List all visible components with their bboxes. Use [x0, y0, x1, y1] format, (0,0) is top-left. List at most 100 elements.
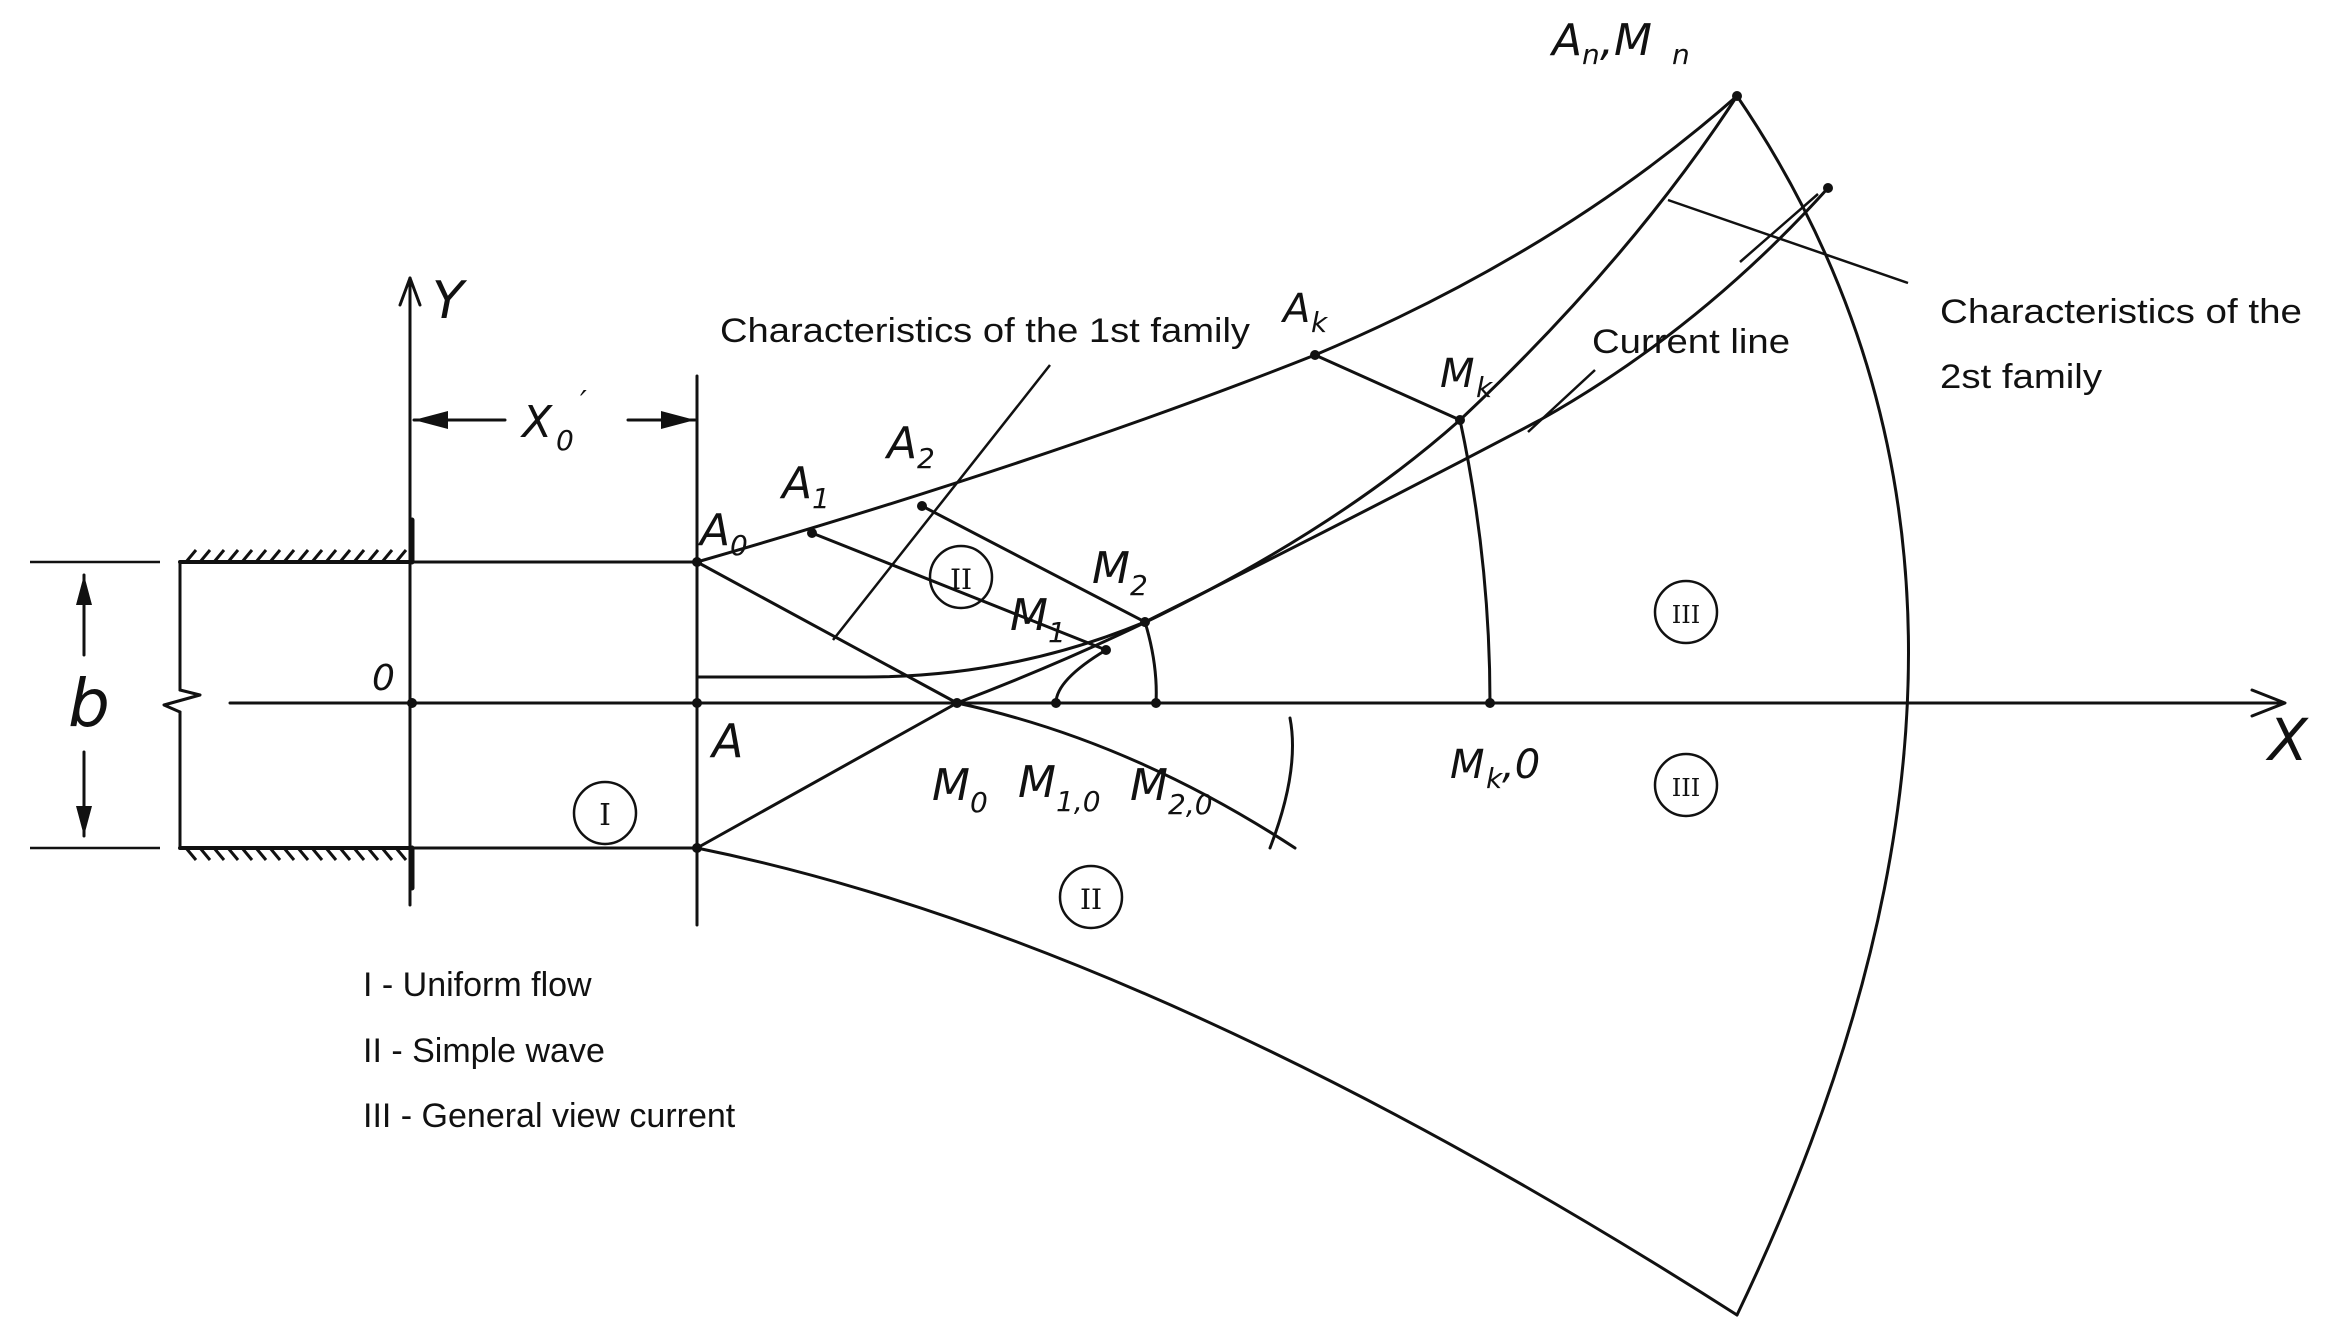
wall-hatch-line — [282, 847, 296, 861]
y-axis — [398, 276, 422, 907]
svg-text:A: A — [697, 505, 730, 556]
region-III-bottom-marker: III — [1653, 752, 1719, 818]
arc-M1-M10 — [1054, 648, 1108, 705]
wall-hatch-line — [212, 549, 226, 563]
region-II-bottom-label: II — [1080, 883, 1102, 916]
upper-nozzle-contour — [695, 94, 1739, 564]
characteristic-A1-M1 — [810, 531, 1108, 652]
svg-text:0: 0 — [556, 424, 574, 457]
wall-hatch-line — [310, 847, 324, 861]
leader-char-second-a — [1667, 198, 1909, 285]
wall-hatch-line — [240, 847, 254, 861]
wall-hatch-line — [338, 549, 352, 563]
origin-label: 0 — [372, 658, 395, 699]
label-An-Mn: A n ,M n — [1549, 15, 1690, 71]
label-M0: M 0 — [932, 760, 988, 819]
label-Mk: M k — [1440, 351, 1494, 404]
outer-characteristic-arc — [1735, 94, 1910, 1317]
label-A2: A 2 — [884, 418, 935, 475]
annotation-char-second-line2: 2st family — [1940, 358, 2102, 396]
svg-text:n: n — [1672, 38, 1690, 71]
svg-text:M: M — [1092, 543, 1130, 594]
wall-hatch-line — [324, 847, 338, 861]
arc-Mk-Mk0 — [1458, 418, 1492, 705]
wall-hatch-line — [366, 847, 380, 861]
width-dimension — [30, 560, 160, 850]
svg-text:1,0: 1,0 — [1056, 785, 1101, 818]
svg-text:M: M — [1450, 742, 1485, 788]
legend-item-2: II - Simple wave — [363, 1032, 605, 1070]
svg-text:0: 0 — [970, 786, 988, 819]
svg-text:1: 1 — [812, 482, 830, 515]
region-I-label: I — [599, 798, 611, 833]
wall-hatch-line — [254, 847, 268, 861]
lower-wall — [178, 845, 415, 891]
wall-hatch-line — [310, 549, 324, 563]
region-I-marker: I — [572, 780, 638, 846]
label-M20: M 2,0 — [1130, 760, 1213, 821]
wall-hatch-line — [254, 549, 268, 563]
region-II-bottom-marker: II — [1058, 864, 1124, 930]
wall-hatch-line — [394, 549, 408, 563]
region-III-top-marker: III — [1653, 579, 1719, 645]
annotation-char-first: Characteristics of the 1st family — [720, 312, 1250, 350]
leader-current-line — [1527, 369, 1596, 433]
label-A0: A 0 — [697, 505, 748, 562]
channel-break — [162, 560, 202, 850]
wall-hatch-line — [338, 847, 352, 861]
legend-item-3: III - General view current — [363, 1097, 736, 1135]
wall-hatch-line — [296, 549, 310, 563]
svg-text:A: A — [1549, 15, 1582, 66]
svg-text:1: 1 — [1048, 616, 1066, 649]
svg-text:M: M — [1018, 757, 1056, 808]
svg-text:,M: ,M — [1600, 15, 1652, 66]
wall-hatch-line — [296, 847, 310, 861]
svg-text:0: 0 — [730, 529, 748, 562]
svg-text:k: k — [1311, 306, 1329, 339]
offset-label: X 0 ′ — [520, 385, 587, 457]
y-axis-label: Y — [432, 271, 468, 331]
label-M1: M 1 — [1010, 590, 1066, 649]
wall-hatch-line — [198, 847, 212, 861]
current-line — [695, 186, 1830, 679]
svg-text:A: A — [884, 418, 917, 469]
wall-hatch-line — [324, 549, 338, 563]
svg-text:,0: ,0 — [1502, 742, 1540, 788]
svg-text:A: A — [779, 458, 812, 509]
characteristic-lower-2nd — [955, 701, 1297, 850]
label-A: A — [709, 714, 743, 768]
wall-hatch-line — [212, 847, 226, 861]
offset-dimension — [412, 411, 697, 429]
wall-hatch-line — [198, 549, 212, 563]
wall-hatch-line — [366, 549, 380, 563]
wall-hatch-line — [184, 549, 198, 563]
wall-hatch-line — [226, 847, 240, 861]
label-Mk0: M k ,0 — [1450, 742, 1540, 795]
wall-hatch-line — [352, 549, 366, 563]
wall-hatch-line — [394, 847, 408, 861]
region-II-top-marker: II — [928, 544, 994, 610]
wall-hatch-line — [380, 549, 394, 563]
svg-text:M: M — [1010, 590, 1048, 641]
svg-text:2: 2 — [1130, 569, 1148, 602]
label-M2: M 2 — [1092, 543, 1148, 602]
width-label: b — [68, 665, 110, 742]
annotation-current-line: Current line — [1592, 323, 1790, 361]
annotation-char-second-line1: Characteristics of the — [1940, 293, 2302, 331]
characteristic-A0-M0 — [695, 560, 959, 705]
point-markers — [407, 91, 1833, 853]
wall-hatch-line — [380, 847, 394, 861]
characteristic-A2-M2 — [920, 504, 1147, 624]
characteristic-Ak-Mk — [1313, 353, 1462, 422]
svg-text:2: 2 — [917, 442, 935, 475]
arc-lower-M20 — [1268, 716, 1294, 850]
upper-wall — [178, 517, 415, 565]
label-A1: A 1 — [779, 458, 830, 515]
svg-text:M: M — [1130, 760, 1168, 811]
label-Ak: A k — [1280, 286, 1329, 339]
wall-hatch-line — [352, 847, 366, 861]
region-II-top-label: II — [950, 563, 972, 596]
region-III-top-label: III — [1672, 601, 1700, 629]
arc-M2-M20 — [1143, 620, 1158, 705]
